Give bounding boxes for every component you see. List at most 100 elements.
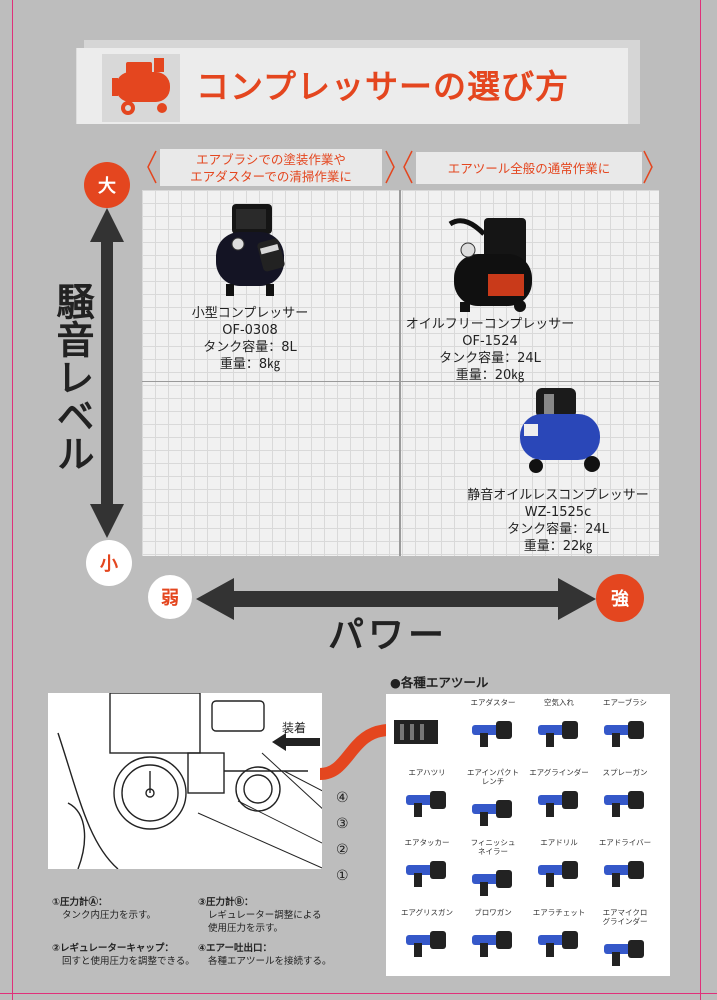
frame-line-bottom (0, 993, 717, 994)
axis-high-badge: 大 (84, 162, 130, 208)
grid-divider-horizontal (142, 381, 659, 382)
tool-label: エアドリル (540, 838, 578, 847)
tool-label: フィニッシュ ネイラー (470, 838, 516, 856)
micro-grinder-icon (604, 940, 644, 966)
product-3-tank: タンク容量：24L (507, 522, 609, 537)
air-drill-icon (538, 861, 578, 887)
tool-label: エアインパクト レンチ (466, 768, 520, 786)
air-screwdriver-icon (604, 861, 644, 887)
air-tacker-icon (406, 861, 446, 887)
regulator-line-drawing (57, 693, 322, 869)
header-right: エアツール全般の通常作業に (416, 152, 642, 184)
product-1-weight: 重量：8㎏ (219, 357, 281, 372)
air-chipping-hammer-icon (406, 791, 446, 817)
tools-grid: エアダスター 空気入れ エアーブラシエアハツリ エアインパクト レンチエアグラインダー… (386, 694, 670, 976)
tool-item: フィニッシュ ネイラー (460, 838, 526, 908)
tool-item: エアタッカー (394, 838, 460, 908)
air-ratchet-icon (538, 931, 578, 957)
marker-4: ④ (336, 790, 349, 806)
tool-label: エアラチェット (532, 908, 586, 917)
note-3-text-1: レギュレーター調整による (208, 910, 322, 921)
product-1-specs: 小型コンプレッサー OF-0308 タンク容量：8L 重量：8㎏ (188, 305, 312, 373)
tool-item: エアラチェット (526, 908, 592, 978)
marker-3: ③ (336, 816, 349, 832)
grid-divider-vertical (399, 190, 401, 556)
tool-label: エアマイクロ グラインダー (602, 908, 648, 926)
tool-item: エアグラインダー (526, 768, 592, 838)
note-1-text: タンク内圧力を示す。 (62, 910, 157, 921)
header-left-line2: エアダスターでの清掃作業に (190, 168, 352, 184)
tool-label: エアハツリ (408, 768, 446, 777)
tool-item: ブロワガン (460, 908, 526, 978)
impact-wrench-icon (472, 800, 512, 826)
frame-line-left (12, 0, 13, 1000)
note-3-text-2: 使用圧力を示す。 (208, 923, 284, 934)
tool-item: エアハツリ (394, 768, 460, 838)
tool-item: 空気入れ (526, 698, 592, 768)
note-4-text: 各種エアツールを接続する。 (208, 956, 332, 967)
tire-inflator-icon (538, 721, 578, 747)
tool-item: エアドライバー (592, 838, 658, 908)
tool-item: エアドリル (526, 838, 592, 908)
attach-label: 装着 (282, 721, 307, 735)
note-1-title: ①圧力計Ⓐ： (52, 897, 108, 908)
silent-compressor-image (520, 388, 600, 473)
product-1-tank: タンク容量：8L (203, 340, 297, 355)
regulator-diagram (48, 693, 322, 869)
product-3-specs: 静音オイルレスコンプレッサー WZ-1525c タンク容量：24L 重量：22㎏ (464, 487, 652, 555)
attach-arrow-icon (272, 733, 320, 751)
coupler-icon (394, 720, 438, 744)
page-title: コンプレッサーの選び方 (196, 67, 570, 106)
tool-item: エアーブラシ (592, 698, 658, 768)
note-3-title: ③圧力計Ⓑ： (198, 897, 254, 908)
tool-label: エアダスター (470, 698, 516, 707)
air-hose-icon (320, 724, 391, 780)
header-left-line1: エアブラシでの塗装作業や (196, 151, 346, 167)
header-brackets (147, 150, 653, 184)
axis-low-badge: 小 (86, 540, 132, 586)
marker-2: ② (336, 842, 349, 858)
product-2-model: OF-1524 (462, 334, 518, 349)
tool-item: エアダスター (460, 698, 526, 768)
tool-label: エアーブラシ (603, 698, 647, 707)
small-compressor-image (216, 204, 285, 296)
product-1-model: OF-0308 (222, 323, 278, 338)
vertical-axis-label: 騒音レベル (50, 282, 94, 472)
frame-line-right (700, 0, 701, 1000)
tool-item: エアグリスガン (394, 908, 460, 978)
product-3-weight: 重量：22㎏ (523, 539, 593, 554)
note-2-title: ②レギュレーターキャップ： (52, 943, 174, 954)
tool-label: スプレーガン (602, 768, 648, 777)
blow-gun-icon (472, 931, 512, 957)
note-3: ③圧力計Ⓑ： レギュレーター調整による 使用圧力を示す。 (198, 896, 322, 935)
marker-1: ① (336, 868, 349, 884)
compressor-icon (112, 58, 170, 115)
product-2-weight: 重量：20㎏ (455, 368, 525, 383)
product-1-name: 小型コンプレッサー (191, 306, 309, 321)
product-2-name: オイルフリーコンプレッサー (405, 317, 575, 332)
air-duster-icon (472, 721, 512, 747)
product-3-model: WZ-1525c (524, 505, 592, 520)
tool-item: エアインパクト レンチ (460, 768, 526, 838)
air-grinder-icon (538, 791, 578, 817)
product-2-specs: オイルフリーコンプレッサー OF-1524 タンク容量：24L 重量：20㎏ (400, 316, 580, 384)
product-2-tank: タンク容量：24L (439, 351, 541, 366)
oilfree-compressor-image (448, 218, 532, 312)
tool-label: ブロワガン (474, 908, 512, 917)
product-3-name: 静音オイルレスコンプレッサー (467, 488, 649, 503)
tool-label: エアタッカー (404, 838, 450, 847)
axis-weak-badge: 弱 (148, 575, 192, 619)
note-2-text: 回すと使用圧力を調整できる。 (62, 956, 195, 967)
header-left: エアブラシでの塗装作業や エアダスターでの清掃作業に (160, 149, 382, 186)
tool-label: 空気入れ (544, 698, 574, 707)
grease-gun-icon (406, 931, 446, 957)
spray-gun-icon (604, 791, 644, 817)
horizontal-axis-label: パワー (328, 615, 449, 656)
note-1: ①圧力計Ⓐ： タンク内圧力を示す。 (52, 896, 156, 922)
tool-label: エアグリスガン (400, 908, 454, 917)
tool-label: エアドライバー (598, 838, 652, 847)
tools-title: ●各種エアツール (390, 675, 489, 690)
horizontal-double-arrow (196, 578, 596, 620)
note-4-title: ④エアー吐出口： (198, 943, 272, 954)
tool-item: エアマイクロ グラインダー (592, 908, 658, 978)
